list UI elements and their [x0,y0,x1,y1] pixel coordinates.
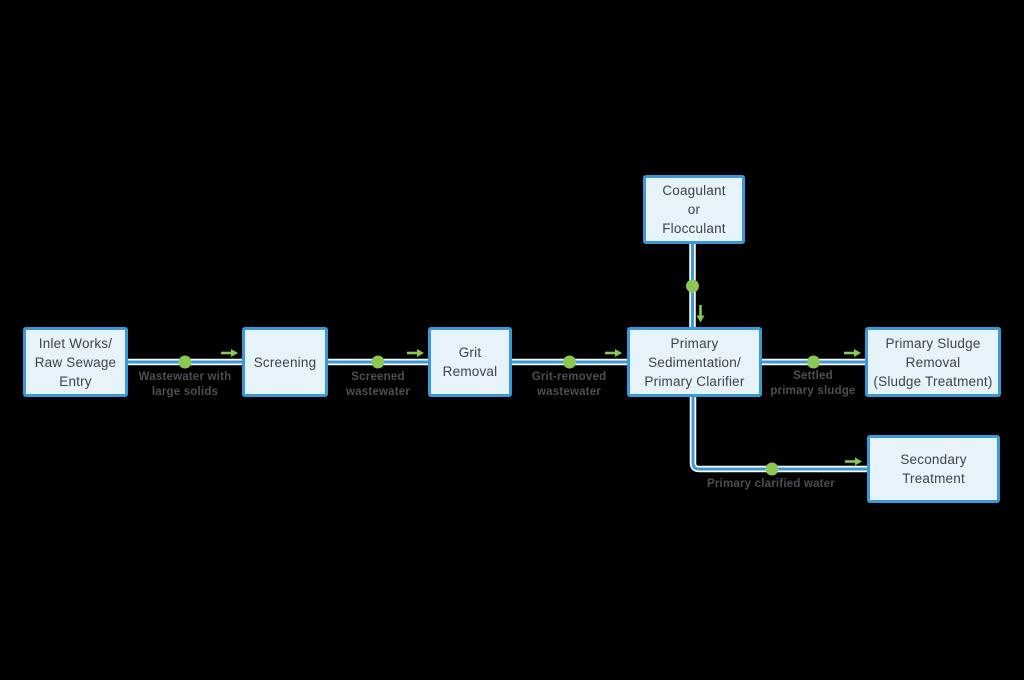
flow-arrow-right-icon [844,349,861,357]
edge-label-wastewater-with-large-solids: Wastewater with large solids [138,371,232,398]
flow-arrow-down-icon [696,305,705,323]
edge-label-primary-clarified-water: Primary clarified water [707,478,835,490]
node-grit-removal: Grit Removal [428,327,512,397]
node-primary-sludge-removal: Primary Sludge Removal (Sludge Treatment… [865,327,1001,397]
edge-label-screened-wastewater: Screened wastewater [345,371,411,398]
flow-arrow-right-icon [407,349,424,357]
node-coagulant-or-flocculant: Coagulant or Flocculant [643,175,745,244]
flow-arrow-right-icon [605,349,622,357]
node-screening: Screening [242,327,328,397]
node-primary-sedimentation: Primary Sedimentation/ Primary Clarifier [627,327,762,397]
edge-connector-dot [807,355,820,369]
node-secondary-treatment: Secondary Treatment [867,435,1000,503]
edge-casing-primary-secondary [689,397,867,473]
edge-connector-dot [563,355,576,369]
flow-arrow-right-icon [221,349,238,357]
edge-label-settled-primary-sludge: Settled primary sludge [770,370,856,397]
edge-connector-dot [371,355,385,369]
edge-connector-dot [178,355,192,369]
edge-label-grit-removed-wastewater: Grit-removed wastewater [531,371,607,398]
edge-connector-dot [765,462,779,476]
node-inlet-works: Inlet Works/ Raw Sewage Entry [23,327,128,397]
flow-arrow-right-icon [845,457,862,466]
edge-connector-dot [686,279,699,293]
edge-primary-secondary [691,397,867,471]
